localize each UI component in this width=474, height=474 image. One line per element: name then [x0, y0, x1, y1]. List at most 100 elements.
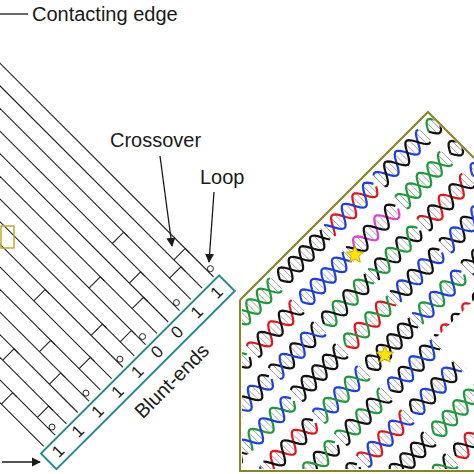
dna-strand: [368, 227, 417, 273]
crossover-mark: [132, 297, 148, 308]
dna-strand: [291, 344, 337, 390]
dna-strand: [456, 412, 474, 458]
dna-strand: [379, 432, 425, 474]
double-helix: [91, 91, 474, 474]
base-pair: [462, 87, 473, 98]
double-helix: [3, 3, 474, 474]
dna-strand: [227, 379, 273, 428]
base-pair: [219, 417, 230, 428]
callout-label: Loop: [200, 165, 245, 189]
base-pair: [236, 357, 247, 368]
dna-strand: [472, 131, 474, 177]
base-pair: [229, 364, 240, 375]
dna-strand: [176, 428, 226, 474]
base-pair: [177, 460, 188, 471]
helix-line: [0, 56, 112, 378]
base-pair: [225, 324, 236, 335]
dna-strand: [373, 130, 419, 176]
dna-strand: [463, 319, 474, 368]
loop-mark: [83, 390, 89, 396]
base-pair: [448, 101, 459, 112]
base-pair: [269, 368, 280, 379]
base-pair: [260, 465, 271, 474]
base-pair: [395, 197, 406, 208]
base-pair: [462, 307, 473, 318]
dna-strand: [366, 318, 412, 368]
base-pair: [205, 432, 216, 443]
base-pair: [130, 463, 141, 474]
dna-strand: [344, 296, 390, 346]
dna-strand: [395, 152, 441, 198]
dna-strand: [220, 472, 270, 474]
base-pair: [437, 112, 448, 123]
dna-strand: [225, 278, 271, 324]
base-pair: [166, 471, 177, 474]
base-pair: [208, 385, 219, 396]
base-pair: [291, 390, 302, 401]
dna-strand: [280, 333, 326, 379]
base-pair: [108, 441, 119, 452]
dna-strand: [427, 82, 473, 132]
dna-strand: [428, 87, 474, 133]
dna-strand: [384, 140, 430, 186]
leader-line: [0, 13, 28, 14]
dna-strand: [412, 271, 461, 317]
dna-strand: [472, 34, 474, 80]
base-pair: [472, 76, 474, 87]
dna-strand: [219, 375, 268, 421]
dna-strand: [335, 388, 381, 434]
dna-strand: [324, 183, 373, 229]
base-pair: [247, 346, 258, 357]
helix-line: [0, 45, 123, 367]
dna-strand: [439, 196, 474, 242]
crossover-mark: [1, 393, 17, 404]
base-pair: [123, 470, 134, 474]
crossover-mark: [40, 340, 56, 351]
crossover-mark: [174, 248, 190, 259]
dna-strand: [98, 449, 144, 474]
base-pair: [188, 449, 199, 460]
helix-line: [0, 33, 134, 355]
leader-line: [2, 461, 40, 462]
base-pair: [197, 395, 208, 406]
crossover-mark: [170, 267, 186, 278]
base-pair: [373, 175, 384, 186]
dna-strand: [412, 465, 458, 474]
base-pair: [101, 448, 112, 459]
base-pair: [458, 91, 469, 102]
callout-label: Crossover: [110, 128, 201, 152]
loop-mark: [117, 356, 123, 362]
base-pair: [120, 473, 131, 474]
dna-strand: [196, 445, 242, 474]
base-pair: [357, 456, 368, 467]
base-pair: [459, 134, 470, 145]
dna-strand: [263, 419, 312, 465]
dna-strand: [174, 423, 220, 473]
dna-strand: [205, 357, 251, 406]
base-pair: [227, 454, 238, 465]
star-marker: [376, 346, 393, 362]
bit-values: 1 1 1 1 1 0 0 1 1: [42, 277, 233, 468]
base-pair: [162, 431, 173, 442]
dna-strand: [434, 390, 474, 436]
dna-strand: [441, 297, 474, 346]
base-pair: [194, 399, 205, 410]
base-pair: [152, 441, 163, 452]
dna-strand: [87, 437, 133, 474]
dna-strand: [258, 311, 304, 357]
label-slot: Crossover: [110, 128, 201, 152]
base-pair: [87, 462, 98, 473]
helix-line: [0, 90, 78, 412]
helix-line: [0, 22, 146, 344]
loop-mark: [49, 424, 55, 430]
dna-strand: [293, 445, 339, 474]
base-pair: [112, 437, 123, 448]
helix-line: [0, 0, 213, 277]
base-pair: [76, 472, 87, 474]
dna-strand: [236, 289, 282, 335]
base-pair: [227, 410, 238, 421]
dna-strand: [154, 406, 204, 452]
dna-strand: [120, 471, 166, 474]
